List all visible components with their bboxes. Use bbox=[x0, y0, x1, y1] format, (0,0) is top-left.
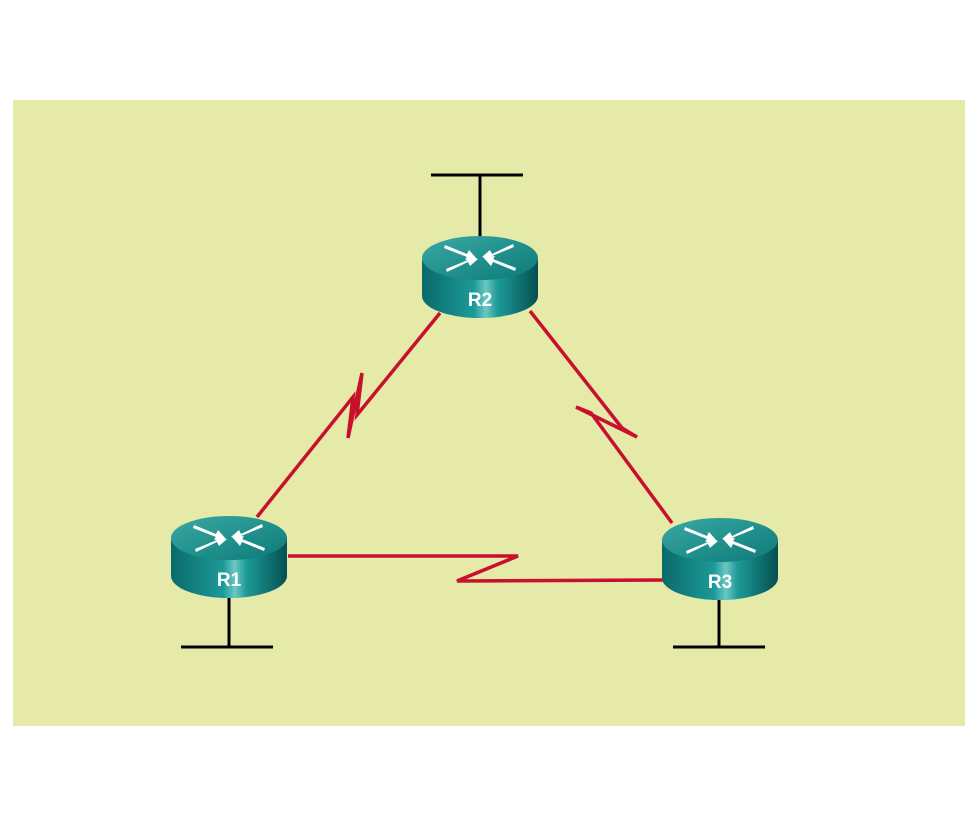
r2-lan-segment bbox=[431, 173, 523, 245]
serial-link-r2-r3 bbox=[528, 309, 674, 525]
serial-link-r1-r2 bbox=[255, 311, 442, 519]
router-r2[interactable]: R2 bbox=[422, 236, 538, 318]
r1-lan-segment bbox=[181, 590, 273, 649]
router-r3[interactable]: R3 bbox=[662, 518, 778, 600]
router-label: R2 bbox=[468, 290, 492, 311]
router-label: R3 bbox=[708, 572, 732, 593]
router-label: R1 bbox=[217, 570, 242, 591]
diagram-background bbox=[13, 100, 965, 726]
serial-link-r1-r3 bbox=[288, 554, 665, 583]
router-r1[interactable]: R1 bbox=[171, 516, 287, 598]
